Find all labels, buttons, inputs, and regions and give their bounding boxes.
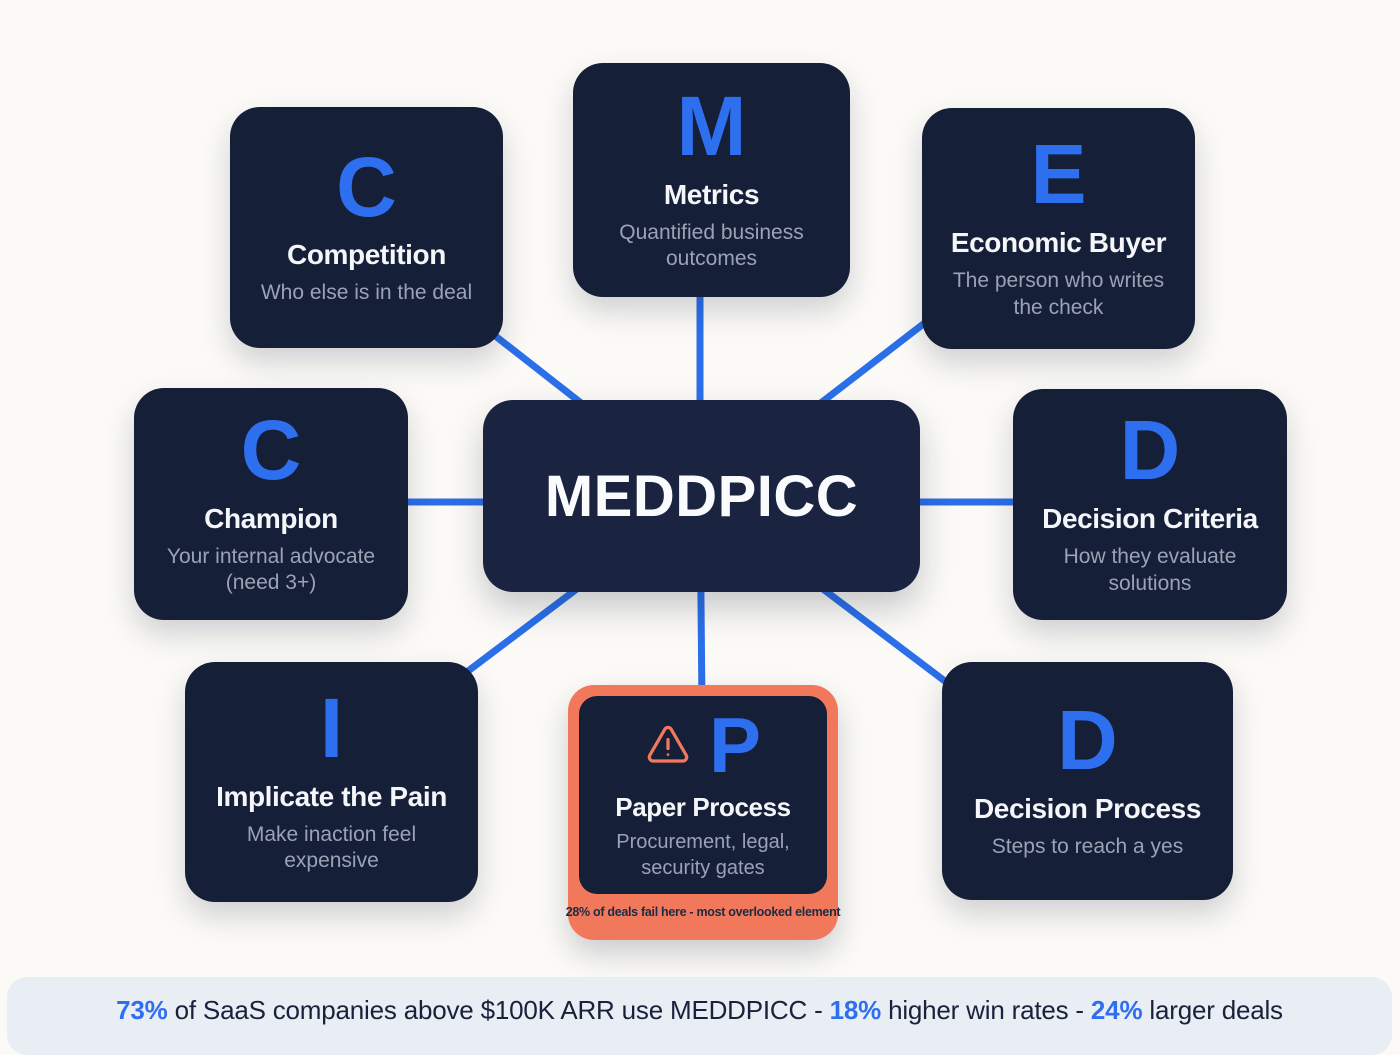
stats-banner-text: 73% of SaaS companies above $100K ARR us… [116, 995, 1283, 1026]
node-letter: D [1057, 693, 1118, 788]
paper-process-letter-row: P [645, 701, 762, 790]
node-subtitle: Steps to reach a yes [991, 834, 1184, 858]
node-letter: E [1030, 127, 1087, 222]
node-implicate-the-pain: I Implicate the Pain Make inaction feel … [185, 662, 478, 902]
node-title: Decision Process [973, 792, 1202, 824]
node-subtitle: Procurement, legal, security gates [616, 831, 790, 880]
node-title: Economic Buyer [950, 227, 1167, 259]
node-letter: D [1119, 403, 1181, 498]
node-title: Metrics [663, 178, 760, 210]
node-title: Decision Criteria [1042, 503, 1258, 535]
stat-percent: 24% [1090, 994, 1143, 1025]
node-subtitle: Who else is in the deal [260, 281, 473, 305]
node-letter: C [336, 139, 397, 234]
node-economic-buyer: E Economic Buyer The person who writes t… [922, 108, 1195, 349]
center-title: MEDDPICC [544, 463, 859, 529]
stat-text: larger deals [1142, 994, 1283, 1025]
node-title: Champion [204, 502, 338, 534]
node-title: Paper Process [615, 792, 791, 823]
node-letter: I [319, 680, 344, 775]
node-subtitle: The person who writes the check [952, 269, 1165, 319]
center-node-meddpicc: MEDDPICC [483, 400, 920, 592]
node-decision-process: D Decision Process Steps to reach a yes [942, 662, 1233, 900]
node-decision-criteria: D Decision Criteria How they evaluate so… [1013, 389, 1287, 620]
stat-text: higher win rates - [881, 994, 1091, 1025]
node-letter: P [708, 701, 762, 790]
warning-icon [647, 726, 689, 764]
node-metrics: M Metrics Quantified business outcomes [573, 63, 850, 297]
stat-text: of SaaS companies above $100K ARR use ME… [167, 994, 830, 1025]
stat-percent: 73% [116, 994, 168, 1025]
node-title: Implicate the Pain [216, 780, 447, 812]
stat-percent: 18% [829, 994, 882, 1025]
node-paper-process: P Paper Process Procurement, legal, secu… [565, 685, 841, 940]
node-subtitle: How they evaluate solutions [1063, 545, 1237, 595]
node-competition: C Competition Who else is in the deal [230, 107, 503, 348]
stats-banner: 73% of SaaS companies above $100K ARR us… [7, 977, 1392, 1055]
paper-process-card: P Paper Process Procurement, legal, secu… [579, 696, 827, 894]
node-letter: C [240, 402, 302, 497]
node-champion: C Champion Your internal advocate (need … [134, 388, 408, 620]
node-title: Competition [287, 239, 446, 271]
node-letter: M [676, 78, 747, 173]
node-subtitle: Quantified business outcomes [619, 220, 804, 271]
node-subtitle: Your internal advocate (need 3+) [166, 544, 376, 595]
node-subtitle: Make inaction feel expensive [246, 822, 417, 873]
paper-process-note: 28% of deals fail here - most overlooked… [565, 904, 841, 919]
